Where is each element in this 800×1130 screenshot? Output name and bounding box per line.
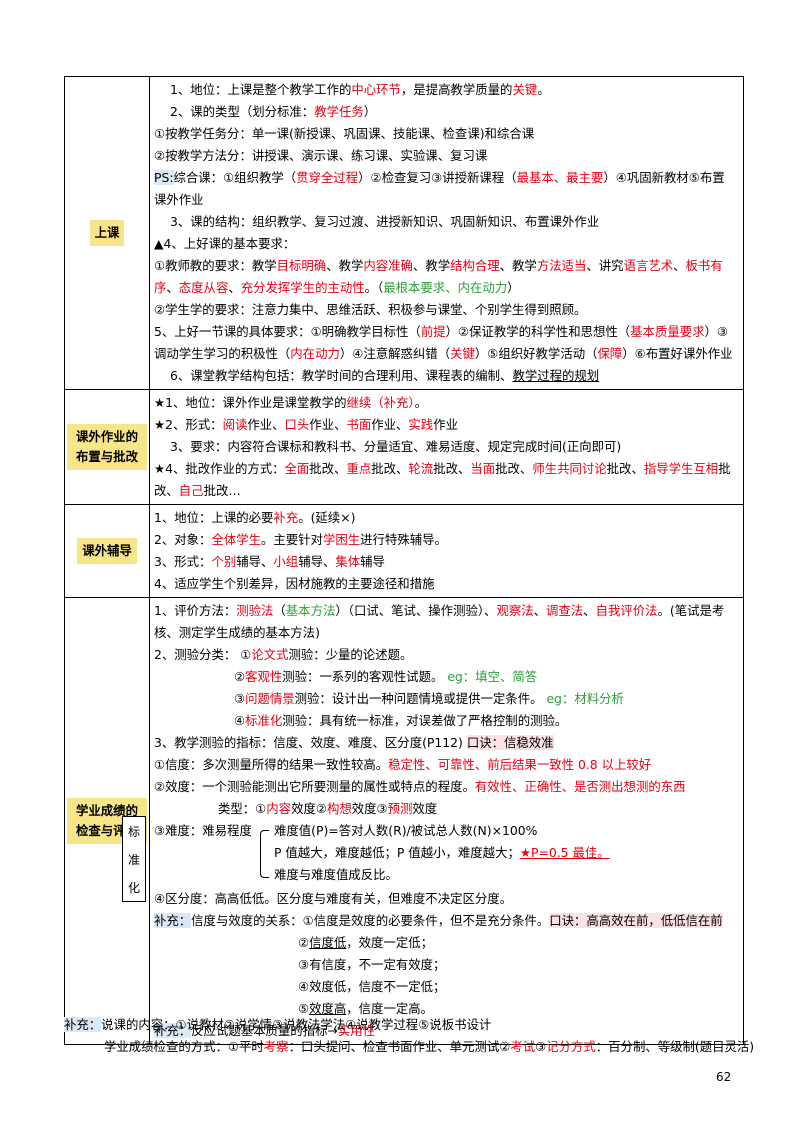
text-line: 3、课的结构：组织教学、复习过渡、进授新知识、巩固新知识、布置课外作业 (170, 214, 600, 229)
row-content: ★1、地位：课外作业是课堂教学的继续（补充）。 ★2、形式：阅读作业、口头作业、… (149, 389, 744, 505)
text-line: 1、评价方法：测验法（基本方法）（口试、笔试、操作测验）、观察法、调查法、自我评… (154, 603, 725, 640)
text-line: ②效度：一个测验能测出它所要测量的属性或特点的程度。有效性、正确性、是否测出想测… (154, 779, 686, 794)
text-line: ⑤效度高，信度一定高。 (298, 1001, 434, 1016)
row-jiancha: 学业成绩的检查与评定 1、评价方法：测验法（基本方法）（口试、笔试、操作测验）、… (64, 597, 744, 1045)
text-line: ①教师教的要求：教学目标明确、教学内容准确、教学结构合理、教学方法适当、讲究语言… (154, 258, 723, 295)
text-line: 2、课的类型（划分标准：教学任务） (170, 104, 377, 119)
row-zuoye: 课外作业的布置与批改 ★1、地位：课外作业是课堂教学的继续（补充）。 ★2、形式… (64, 389, 744, 505)
text-line: ③有信度，不一定有效度； (298, 957, 446, 972)
page-number: 62 (716, 1070, 732, 1084)
std-char: 准 (127, 852, 140, 867)
text-line: 补充：信度与效度的关系：①信度是效度的必要条件，但不是充分条件。口诀：高高效在前… (154, 913, 723, 928)
text-line: ▲4、上好课的基本要求： (154, 236, 296, 251)
text-line: 1、地位：上课的必要补充。(延续×) (154, 510, 356, 525)
text-line: ★2、形式：阅读作业、口头作业、书面作业、实践作业 (154, 417, 458, 432)
text-line: ①按教学任务分：单一课(新授课、巩固课、技能课、检查课)和综合课 (154, 126, 535, 141)
text-line: 4、适应学生个别差异，因材施教的主要途径和措施 (154, 576, 435, 591)
text-line: ④效度低，信度不一定低； (298, 979, 446, 994)
text-line: ②客观性测验：一系列的客观性试题。 eg：填空、简答 (234, 669, 538, 684)
footer-line-2: 学业成绩检查的方式：①平时考察：口头提问、检查书面作业、单元测试②考试③记分方式… (104, 1039, 755, 1054)
text-line: 1、地位：上课是整个教学工作的中心环节，是提高教学质量的关键。 (170, 82, 550, 97)
text-line: ③问题情景测验：设计出一种问题情境或提供一定条件。 eg：材料分析 (234, 691, 624, 706)
text-line: ★1、地位：课外作业是课堂教学的继续（补充）。 (154, 395, 428, 410)
text-line: PS:综合课：①组织教学（贯穿全过程）②检查复习③讲授新课程（最基本、最主要）④… (154, 170, 725, 207)
row-header: 课外辅导 (64, 504, 150, 598)
text-line: 3、要求：内容符合课标和教科书、分量适宜、难易适度、规定完成时间(正向即可) (170, 439, 622, 454)
text-line: 2、测验分类： ①论文式测验：少量的论述题。 (154, 647, 413, 662)
text-line: 补充：反应试题基本质量的指标→实用性 (154, 1023, 376, 1038)
std-char: 标 (127, 824, 140, 839)
footer-line-1: 补充：说课的内容：①说教材②说学情③说教法学法④说教学过程⑤说板书设计 (64, 1017, 492, 1032)
row-content: 1、地位：上课的必要补充。(延续×) 2、对象：全体学生。主要针对学困生进行特殊… (149, 504, 744, 598)
text-line: ①信度：多次测量所得的结果一致性较高。稳定性、可靠性、前后结果一致性 0.8 以… (154, 757, 652, 772)
text-line: ②信度低，效度一定低； (298, 935, 434, 950)
row-title: 课外辅导 (77, 538, 137, 564)
text-line: 5、上好一节课的具体要求：①明确教学目标性（前提）②保证教学的科学性和思想性（基… (154, 324, 733, 361)
difficulty-block: 标 准 化 ③难度：难易程度 难度值(P)=答对人数(R)/被试总人数(N)×1… (122, 816, 737, 902)
text-line: 3、教学测验的指标：信度、效度、难度、区分度(P112) 口诀：信稳效准 (154, 735, 554, 750)
text-line: ④标准化测验：具有统一标准，对误差做了严格控制的测验。 (234, 713, 568, 728)
text-line: 类型：①内容效度②构想效度③预测效度 (218, 801, 438, 816)
text-line: ②按教学方法分：讲授课、演示课、练习课、实验课、复习课 (154, 148, 488, 163)
text-line: ★4、批改作业的方式：全面批改、重点批改、轮流批改、当面批改、师生共同讨论批改、… (154, 461, 731, 498)
text-line: ④区分度：高高低低。区分度与难度有关，但难度不决定区分度。 (154, 891, 513, 906)
std-char: 化 (127, 880, 140, 895)
difficulty-label: ③难度：难易程度 (154, 823, 252, 838)
text-line: 2、对象：全体学生。主要针对学困生进行特殊辅导。 (154, 532, 447, 547)
difficulty-formula: 难度值(P)=答对人数(R)/被试总人数(N)×100% (274, 823, 538, 838)
row-content: 1、评价方法：测验法（基本方法）（口试、笔试、操作测验）、观察法、调查法、自我评… (122, 597, 744, 1045)
standardization-box: 标 准 化 (122, 816, 146, 902)
difficulty-inverse: 难度与难度值成反比。 (274, 867, 398, 882)
row-content: 1、地位：上课是整个教学工作的中心环节，是提高教学质量的关键。 2、课的类型（划… (149, 76, 744, 390)
row-fudao: 课外辅导 1、地位：上课的必要补充。(延续×) 2、对象：全体学生。主要针对学困… (64, 504, 744, 598)
brace-icon (260, 830, 269, 878)
row-title: 课外作业的布置与批改 (67, 424, 147, 470)
row-shangke: 上课 1、地位：上课是整个教学工作的中心环节，是提高教学质量的关键。 2、课的类… (64, 76, 744, 390)
notes-table: 上课 1、地位：上课是整个教学工作的中心环节，是提高教学质量的关键。 2、课的类… (64, 76, 744, 1045)
text-line: 3、形式：个别辅导、小组辅导、集体辅导 (154, 554, 385, 569)
row-header: 上课 (64, 76, 150, 390)
difficulty-note: P 值越大，难度越低；P 值越小，难度越大；★P=0.5 最佳。 (274, 845, 610, 860)
row-header: 课外作业的布置与批改 (64, 389, 150, 505)
text-line: 6、课堂教学结构包括：教学时间的合理利用、课程表的编制、教学过程的规划 (170, 368, 600, 383)
text-line: ②学生学的要求：注意力集中、思维活跃、积极参与课堂、个别学生得到照顾。 (154, 302, 587, 317)
row-title: 上课 (89, 220, 125, 246)
